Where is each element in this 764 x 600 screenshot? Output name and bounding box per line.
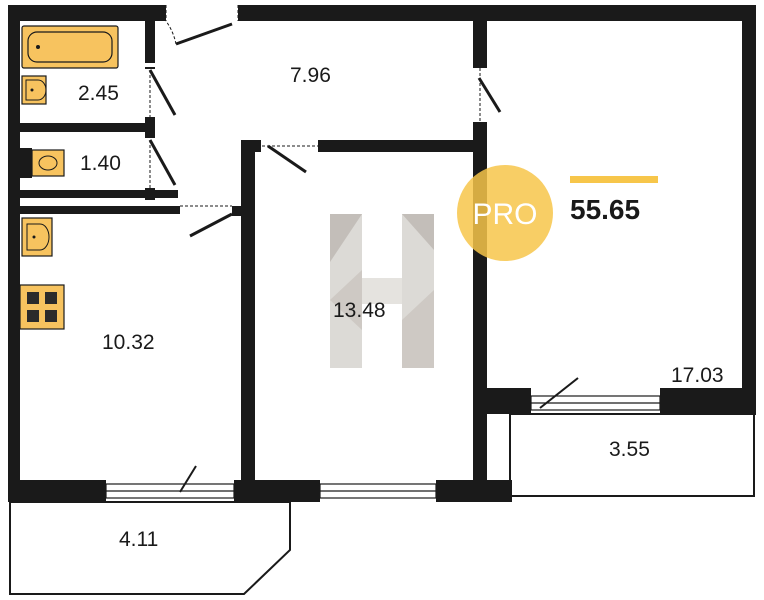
room-area-hall: 7.96 xyxy=(290,64,331,87)
balcony-right-outline xyxy=(509,413,755,497)
room-area-toilet: 1.40 xyxy=(80,152,121,175)
pro-badge: PRO xyxy=(457,165,553,261)
total-area: 55.65 xyxy=(570,194,640,225)
logo-watermark-icon xyxy=(330,214,434,368)
room-area-living-room: 17.03 xyxy=(671,364,724,387)
sink-kitchen-icon xyxy=(21,217,53,257)
doors xyxy=(145,5,579,493)
room-area-kitchen: 10.32 xyxy=(102,331,155,354)
room-area-bathroom: 2.45 xyxy=(78,82,119,105)
room-area-bedroom: 13.48 xyxy=(333,299,386,322)
total-area-accent-bar xyxy=(570,176,658,183)
room-area-loggia-left: 4.11 xyxy=(119,528,158,551)
sink-bathroom-icon xyxy=(21,75,47,105)
room-area-balcony-right: 3.55 xyxy=(609,438,650,461)
walls xyxy=(8,5,756,502)
loggia-left-outline xyxy=(9,501,291,595)
pro-badge-label: PRO xyxy=(472,198,537,231)
bathtub-icon xyxy=(21,25,119,69)
balconies xyxy=(9,413,755,595)
windows xyxy=(105,395,661,499)
fixtures xyxy=(18,25,119,330)
stove-icon xyxy=(19,284,65,330)
toilet-icon xyxy=(18,148,65,178)
